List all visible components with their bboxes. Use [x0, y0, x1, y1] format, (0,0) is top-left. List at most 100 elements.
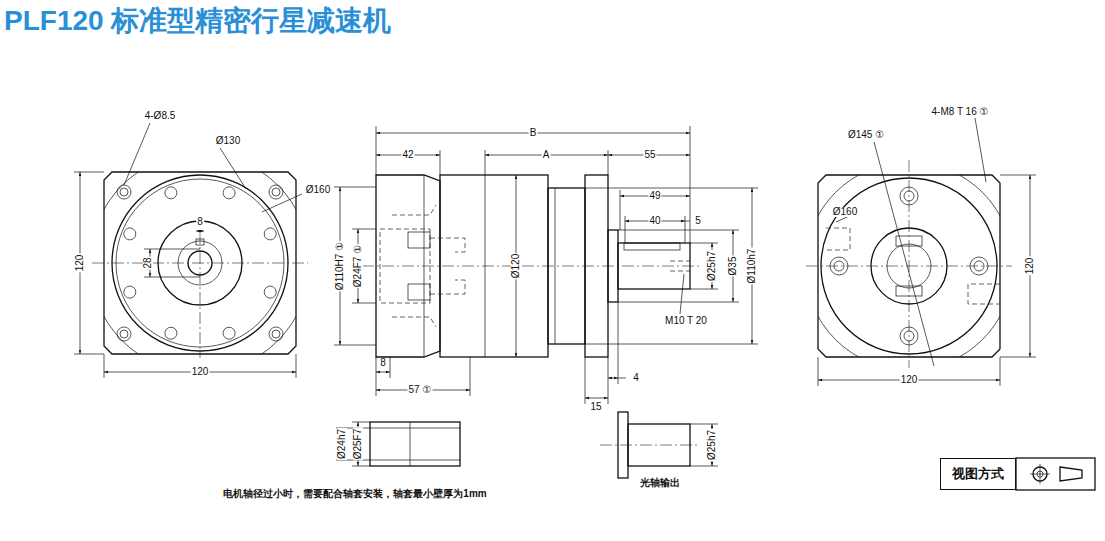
dimension-text: Ø25h7 — [707, 429, 717, 461]
drawing-line — [408, 284, 430, 300]
dimension-text: Ø130 — [215, 136, 241, 146]
side-view — [334, 126, 758, 404]
dimension-text: Ø25h7 — [707, 250, 717, 282]
dimension-text: 40 — [648, 216, 661, 226]
drawing-line — [165, 327, 177, 339]
dimension-text: 8 — [196, 217, 204, 227]
drawing-line — [618, 302, 619, 384]
sleeve-sketch — [336, 422, 460, 466]
drawing-line — [262, 194, 302, 212]
drawing-line — [272, 330, 280, 338]
drawing-line — [685, 216, 686, 243]
dimension-text: 49 — [648, 191, 661, 201]
drawing-line — [144, 277, 200, 278]
drawing-line — [124, 286, 136, 298]
view-method-cell: 视图方式 — [940, 458, 1016, 490]
drawing-line — [370, 422, 460, 466]
drawing-line — [585, 344, 758, 345]
drawing-line — [485, 150, 486, 175]
drawing-line — [74, 172, 104, 173]
drawing-line — [390, 357, 391, 378]
drawing-line — [690, 243, 718, 244]
drawing-line — [220, 148, 246, 189]
drawing-line — [608, 384, 609, 404]
drawing-line — [1000, 357, 1001, 386]
drawing-line — [362, 266, 700, 267]
dimension-text: 28 — [143, 256, 153, 269]
drawing-line — [223, 327, 235, 339]
cell-text: 视图方式 — [952, 465, 1004, 483]
plain-shaft-sketch — [600, 412, 718, 478]
drawing-line — [269, 327, 283, 341]
drawing-line — [608, 378, 618, 379]
drawing-line — [624, 243, 680, 250]
drawing-line — [74, 354, 104, 355]
drawing-line — [618, 230, 739, 231]
drawing-line — [272, 188, 280, 196]
drawing-line — [585, 398, 608, 399]
drawing-line — [408, 232, 430, 248]
page-title: PLF120 标准型精密行星减速机 — [4, 4, 391, 38]
dimension-text: 4 — [632, 373, 640, 383]
drawing-line — [874, 142, 934, 366]
dimension-text: 120 — [191, 367, 210, 377]
dimension-text: 8 — [379, 358, 387, 368]
drawing-line — [117, 327, 131, 341]
dimension-text: 120 — [900, 375, 919, 385]
drawing-line — [690, 289, 718, 290]
drawing-line — [818, 357, 819, 386]
drawing-line — [975, 118, 986, 182]
drawing-line — [200, 232, 201, 358]
drawing-line — [352, 422, 370, 423]
drawing-line — [690, 424, 718, 425]
dimension-text: Ø110H7 ① — [335, 241, 345, 291]
dimension-text: 42 — [401, 150, 414, 160]
drawing-line — [370, 428, 460, 429]
drawing-line — [124, 228, 136, 240]
drawing-line — [608, 150, 609, 175]
dimension-text: 120 — [1025, 257, 1035, 276]
dimension-text: Ø160 — [305, 185, 331, 195]
drawing-line — [585, 357, 586, 404]
drawing-line — [352, 229, 376, 230]
dimension-text: 57 ① — [408, 385, 433, 395]
dimension-text: Ø35 — [728, 256, 738, 277]
dimension-text: Ø25F7 — [353, 428, 363, 461]
drawing-line — [585, 188, 758, 189]
dimension-text: M10 T 20 — [664, 316, 708, 326]
dimension-text: 15 — [589, 402, 602, 412]
drawing-line — [680, 274, 684, 314]
caption-text: 光轴输出 — [639, 478, 681, 488]
note-text: 电机轴径过小时，需要配合轴套安装，轴套最小壁厚为1mm — [222, 489, 487, 499]
drawing-line — [600, 445, 700, 446]
drawing-line — [352, 303, 376, 304]
drawing-line — [104, 172, 296, 354]
drawing-line — [440, 150, 441, 175]
drawing-line — [352, 466, 370, 467]
drawing-line — [124, 123, 150, 185]
drawing-line — [196, 231, 204, 232]
dimension-text: Ø24F7 ① — [353, 244, 363, 288]
dimension-text: 4-M8 T 16 ① — [931, 107, 990, 117]
dimension-text: Ø160 — [832, 207, 858, 217]
drawing-line — [909, 160, 910, 368]
drawing-line — [296, 354, 297, 378]
drawing-line — [625, 216, 626, 243]
drawing-line — [618, 378, 626, 379]
dimension-text: 55 — [643, 150, 656, 160]
drawing-line — [1000, 175, 1036, 176]
drawing-line — [223, 187, 235, 199]
drawing-line — [1016, 458, 1095, 490]
drawing-line — [410, 422, 411, 466]
dimension-text: Ø110h7 — [747, 248, 757, 285]
dimension-text: 5 — [694, 216, 702, 226]
drawing-line — [269, 185, 283, 199]
dimension-text: B — [529, 128, 538, 138]
output-end-view — [805, 118, 1036, 386]
drawing-line — [685, 221, 690, 222]
drawing-line — [165, 187, 177, 199]
drawing-line — [104, 354, 105, 378]
drawing-line — [120, 188, 128, 196]
drawing-line — [670, 271, 690, 272]
drawing-line — [670, 261, 690, 262]
